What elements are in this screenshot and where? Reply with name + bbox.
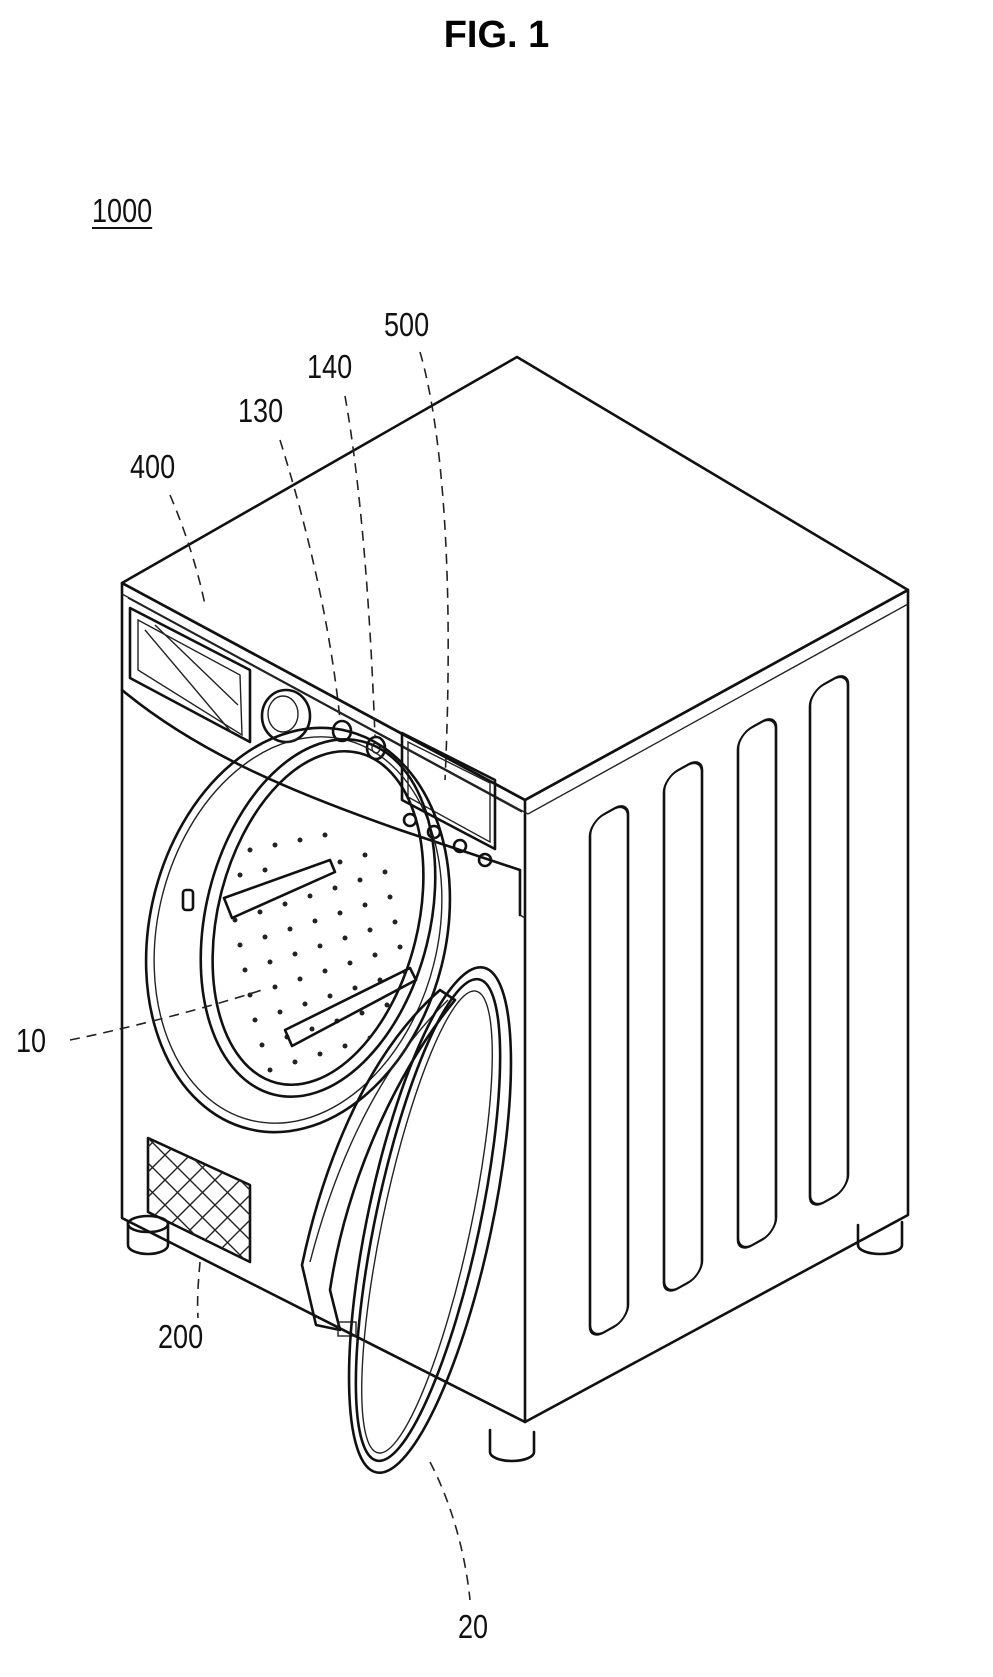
drum-lifter-upper [224, 860, 335, 918]
door-20 [302, 955, 544, 1486]
panel-window [130, 608, 250, 742]
cabinet [122, 357, 908, 1422]
drum-10 [165, 714, 470, 1121]
side-vents [590, 671, 848, 1340]
feet [128, 1216, 902, 1461]
drum-perforations [233, 833, 408, 1073]
panel-bottom-edge [122, 690, 520, 915]
cabinet-front [122, 583, 525, 1422]
foot-front-left [128, 1216, 168, 1254]
leader-lines [70, 352, 470, 1600]
door-hinge-body [302, 990, 455, 1330]
display-500 [402, 733, 495, 849]
foot-front-right [490, 1430, 534, 1461]
drum-lifter-lower [285, 968, 416, 1046]
filter-grille-200 [50, 1070, 350, 1330]
cabinet-side [525, 590, 908, 1422]
door-opening [105, 695, 491, 1164]
